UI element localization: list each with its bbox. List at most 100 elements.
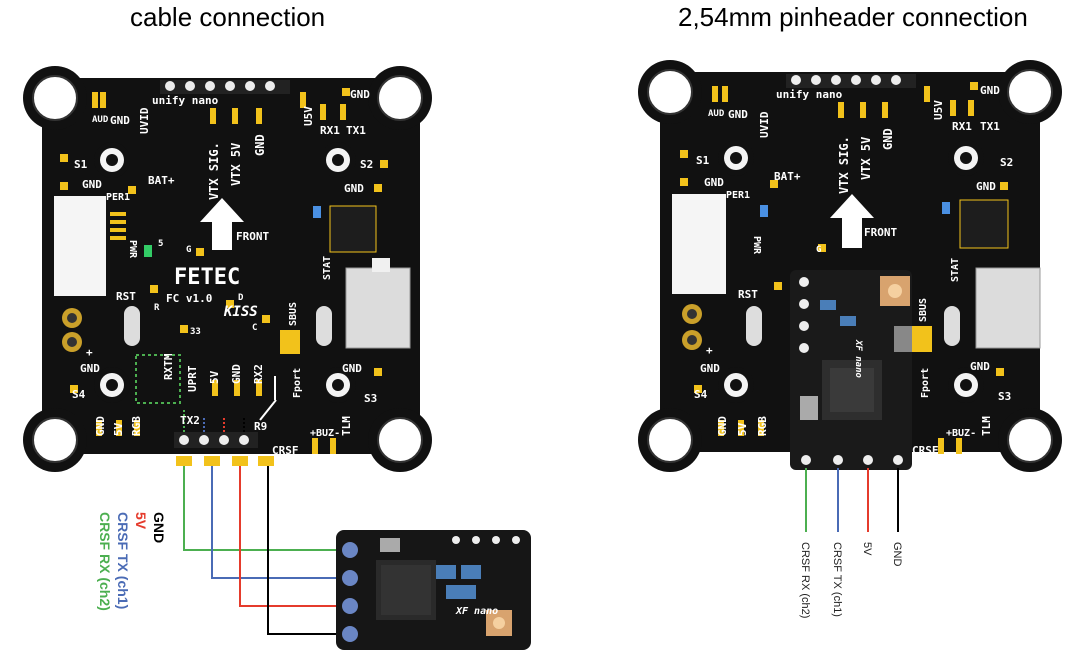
pad-gnd-bottom-r: GND bbox=[716, 416, 729, 436]
motor-pad-icon bbox=[948, 140, 984, 176]
model-label: FC v1.0 bbox=[166, 292, 212, 305]
pad-r9: R9 bbox=[254, 420, 267, 433]
pad-plus-r: + bbox=[706, 344, 713, 357]
pad-plus: + bbox=[86, 346, 93, 359]
pad-s4: S4 bbox=[72, 388, 86, 401]
pad-s2: S2 bbox=[360, 158, 373, 171]
right-diagram-title: 2,54mm pinheader connection bbox=[678, 2, 1028, 32]
pad-gnd-s2: GND bbox=[344, 182, 364, 195]
legend-5v: 5V bbox=[133, 512, 149, 530]
pad-bat: BAT+ bbox=[148, 174, 175, 187]
brand-logo: FETEC bbox=[174, 265, 240, 290]
left-wiring bbox=[183, 466, 340, 635]
pad-gnd-s4: GND bbox=[80, 362, 100, 375]
left-flight-controller-board: unify nano bbox=[22, 65, 433, 473]
pad-s1-r: S1 bbox=[696, 154, 710, 167]
mounted-receiver-module: XF nano bbox=[790, 270, 912, 470]
pad-5: 5 bbox=[158, 239, 163, 249]
pad-buz-r: +BUZ- bbox=[946, 428, 976, 439]
mount-hole-icon bbox=[367, 65, 433, 131]
pad-rxtm: RXTM bbox=[162, 353, 175, 380]
pad-u5v-r: U5V bbox=[932, 100, 945, 120]
pad-crsf-r: CRSF bbox=[912, 444, 939, 457]
pad-gnd-mid: GND bbox=[230, 364, 243, 384]
pad-s3-r: S3 bbox=[998, 390, 1011, 403]
pad-uvid-r: UVID bbox=[758, 111, 771, 138]
pad-g-r: G bbox=[816, 245, 821, 255]
mount-hole-icon bbox=[22, 407, 88, 473]
pad-sbus: SBUS bbox=[288, 302, 299, 326]
front-label-r: FRONT bbox=[864, 226, 897, 239]
pad-s3: S3 bbox=[364, 392, 377, 405]
pad-rgb-r: RGB bbox=[756, 416, 769, 436]
pad-5v-bottom-r: 5V bbox=[736, 422, 749, 436]
pad-rx1: RX1 bbox=[320, 124, 340, 137]
pad-gnd: GND bbox=[110, 114, 130, 127]
mount-hole-icon bbox=[637, 59, 703, 125]
right-wiring bbox=[805, 468, 899, 532]
pad-stat-r: STAT bbox=[950, 258, 961, 282]
pad-rgb: RGB bbox=[130, 416, 143, 436]
pad-tlm: TLM bbox=[340, 416, 353, 436]
pad-d: D bbox=[238, 293, 244, 303]
pad-bat-r: BAT+ bbox=[774, 170, 801, 183]
pad-s2-r: S2 bbox=[1000, 156, 1013, 169]
legend-5v-r: 5V bbox=[861, 542, 873, 556]
legend-crsf-rx: CRSF RX (ch2) bbox=[97, 512, 113, 611]
pad-uprt: UPRT bbox=[186, 365, 199, 392]
legend-gnd: GND bbox=[151, 512, 167, 543]
legend-crsf-tx-r: CRSF TX (ch1) bbox=[831, 542, 843, 617]
mount-hole-icon bbox=[997, 407, 1063, 473]
pad-rx1-r: RX1 bbox=[952, 120, 972, 133]
pad-g: G bbox=[186, 245, 191, 255]
pad-aud: AUD bbox=[92, 115, 109, 125]
pad-gnd-s3-r: GND bbox=[970, 360, 990, 373]
motor-pad-icon bbox=[320, 142, 356, 178]
pad-vtx-sig-r: VTX SIG. bbox=[837, 136, 851, 194]
motor-pad-icon bbox=[718, 140, 754, 176]
pad-s1: S1 bbox=[74, 158, 88, 171]
legend-gnd-r: GND bbox=[891, 542, 903, 567]
receiver-brand-right: XF nano bbox=[853, 339, 863, 379]
pad-gnd-s3: GND bbox=[342, 362, 362, 375]
right-wire-legend: CRSF RX (ch2) CRSF TX (ch1) 5V GND bbox=[799, 542, 903, 618]
usb-connector bbox=[345, 267, 411, 349]
pad-uvid: UVID bbox=[138, 107, 151, 134]
pad-fport: Fport bbox=[292, 368, 303, 398]
motor-pad-icon bbox=[94, 142, 130, 178]
motor-pad-icon bbox=[718, 367, 754, 403]
legend-crsf-tx: CRSF TX (ch1) bbox=[115, 512, 131, 609]
pad-aud-r: AUD bbox=[708, 109, 725, 119]
pad-vtx-sig: VTX SIG. bbox=[207, 142, 221, 200]
pad-gnd-top-right: GND bbox=[350, 88, 370, 101]
crsf-pin-header bbox=[174, 432, 274, 466]
receiver-brand-left: XF nano bbox=[455, 606, 498, 617]
pad-buz: +BUZ- bbox=[310, 428, 340, 439]
pad-c: C bbox=[252, 323, 257, 333]
wire-crsf-tx bbox=[211, 466, 340, 579]
pad-5v-bottom: 5V bbox=[112, 422, 125, 436]
front-label: FRONT bbox=[236, 230, 269, 243]
pad-pwr-r: PWR bbox=[751, 236, 762, 255]
pad-tx1: TX1 bbox=[346, 124, 366, 137]
pad-pwr: PWR bbox=[127, 240, 138, 259]
pad-crsf: CRSF bbox=[272, 444, 299, 457]
pad-vtx-5v-r: VTX 5V bbox=[859, 137, 873, 180]
pad-gnd-s4-r: GND bbox=[700, 362, 720, 375]
pad-rst-r: RST bbox=[738, 288, 758, 301]
left-diagram-title: cable connection bbox=[130, 2, 326, 32]
mount-hole-icon bbox=[997, 59, 1063, 125]
pad-fport-r: Fport bbox=[920, 368, 931, 398]
pad-gnd-s1-r: GND bbox=[704, 176, 724, 189]
pad-s4-r: S4 bbox=[694, 388, 708, 401]
mount-hole-icon bbox=[367, 407, 433, 473]
pad-gnd-vtx-r: GND bbox=[881, 128, 895, 150]
front-arrow-icon bbox=[200, 198, 244, 250]
pad-gnd-s2-r: GND bbox=[976, 180, 996, 193]
pad-gnd-top-right-r: GND bbox=[980, 84, 1000, 97]
pad-tx2: TX2 bbox=[180, 414, 200, 427]
right-flight-controller-board: unify nano bbox=[637, 59, 1063, 473]
pad-sbus-r: SBUS bbox=[918, 298, 929, 322]
pad-per1: PER1 bbox=[106, 192, 130, 203]
mount-hole-icon bbox=[22, 65, 88, 131]
